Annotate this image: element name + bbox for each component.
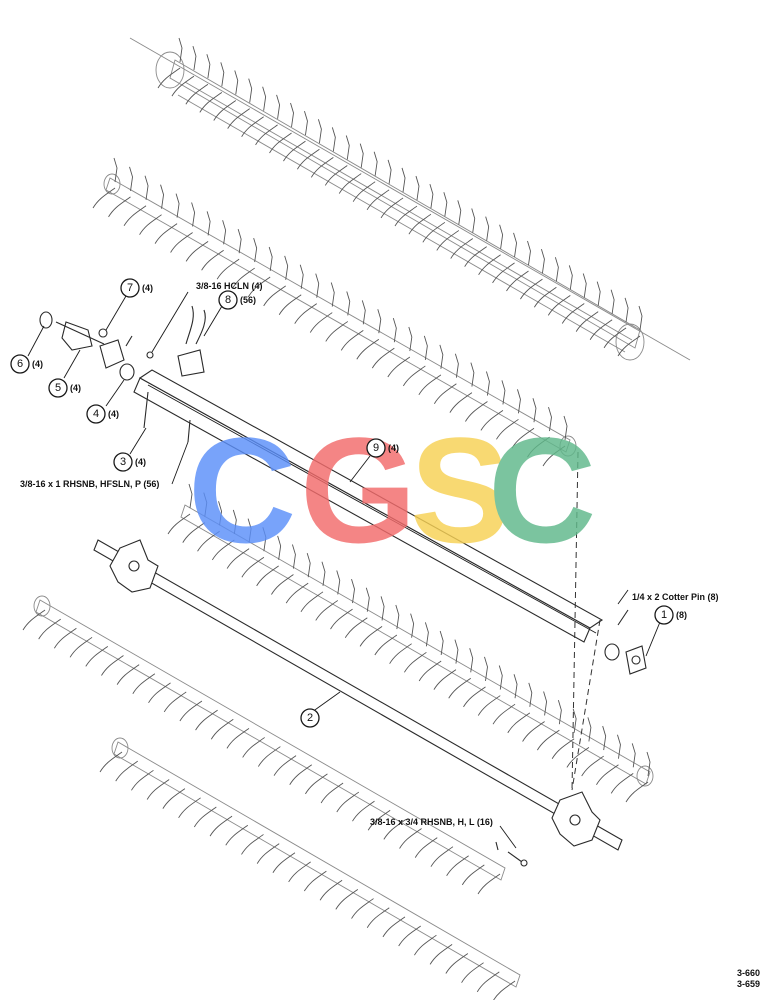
callout-1-number: 1 <box>661 609 667 621</box>
callout-5-qty: (4) <box>70 383 81 393</box>
tine-bar-tube-part-9 <box>133 369 604 643</box>
callout-3-number: 3 <box>120 456 126 468</box>
callout-2-number: 2 <box>307 712 313 724</box>
leader-lines <box>27 291 661 849</box>
callout-7-number: 7 <box>127 282 133 294</box>
ref-code-1: 3-660 <box>736 968 760 978</box>
ref-code-2: 3-659 <box>736 979 760 989</box>
callout-9-number: 9 <box>373 442 379 454</box>
spider-right <box>551 791 601 847</box>
cgsc-watermark: C G S C <box>188 406 596 574</box>
watermark-letter-c1: C <box>188 406 296 574</box>
callout-8: 8 (56) <box>218 290 256 310</box>
callout-1-qty: (8) <box>676 610 687 620</box>
lower-reel-bar-b <box>99 737 521 1000</box>
end-hardware <box>39 305 206 443</box>
callout-9-qty: (4) <box>388 443 399 453</box>
callout-2: 2 <box>300 708 320 728</box>
callout-7: 7 (4) <box>120 278 153 298</box>
callout-7-qty: (4) <box>142 283 153 293</box>
callout-6: 6 (4) <box>10 354 43 374</box>
spider-left <box>109 539 159 593</box>
label-cotter-pin: 1/4 x 2 Cotter Pin (8) <box>632 592 719 602</box>
right-end-hardware <box>604 609 647 675</box>
watermark-letter-g: G <box>300 406 417 574</box>
label-rhsnb-bolt-left: 3/8-16 x 1 RHSNB, HFSLN, P (56) <box>20 479 159 489</box>
callout-9: 9 (4) <box>366 438 399 458</box>
callout-6-qty: (4) <box>32 359 43 369</box>
lower-reel-tines-a <box>22 609 501 895</box>
reference-codes: 3-660 3-659 <box>737 968 760 990</box>
third-reel-tines <box>167 483 651 803</box>
watermark-letter-c2: C <box>488 406 596 574</box>
upper-reel-bar <box>129 37 691 361</box>
upper-reel-tines <box>157 37 643 357</box>
callout-4-number: 4 <box>93 408 99 420</box>
callout-8-qty: (56) <box>240 295 256 305</box>
label-rhsnb-bolt-bottom: 3/8-16 x 3/4 RHSNB, H, L (16) <box>370 817 493 827</box>
alignment-lines <box>571 451 601 791</box>
callout-5-number: 5 <box>55 382 61 394</box>
callout-3: 3 (4) <box>113 452 146 472</box>
second-reel-tines <box>92 157 568 467</box>
lower-reel-tines-b <box>99 751 516 1000</box>
callout-5: 5 (4) <box>48 378 81 398</box>
lower-reel-bar-a <box>22 595 506 895</box>
bottom-bolts <box>495 841 528 867</box>
callout-6-number: 6 <box>17 358 23 370</box>
second-reel-bar <box>92 157 577 467</box>
callout-3-qty: (4) <box>135 457 146 467</box>
callout-4: 4 (4) <box>86 404 119 424</box>
reel-shaft-part-2 <box>93 539 623 851</box>
callout-8-number: 8 <box>225 294 231 306</box>
callout-4-qty: (4) <box>108 409 119 419</box>
third-reel-bar <box>167 483 654 803</box>
watermark-letter-s: S <box>410 406 510 574</box>
callout-1: 1 (8) <box>654 605 687 625</box>
label-hcln-nut: 3/8-16 HCLN (4) <box>196 281 263 291</box>
